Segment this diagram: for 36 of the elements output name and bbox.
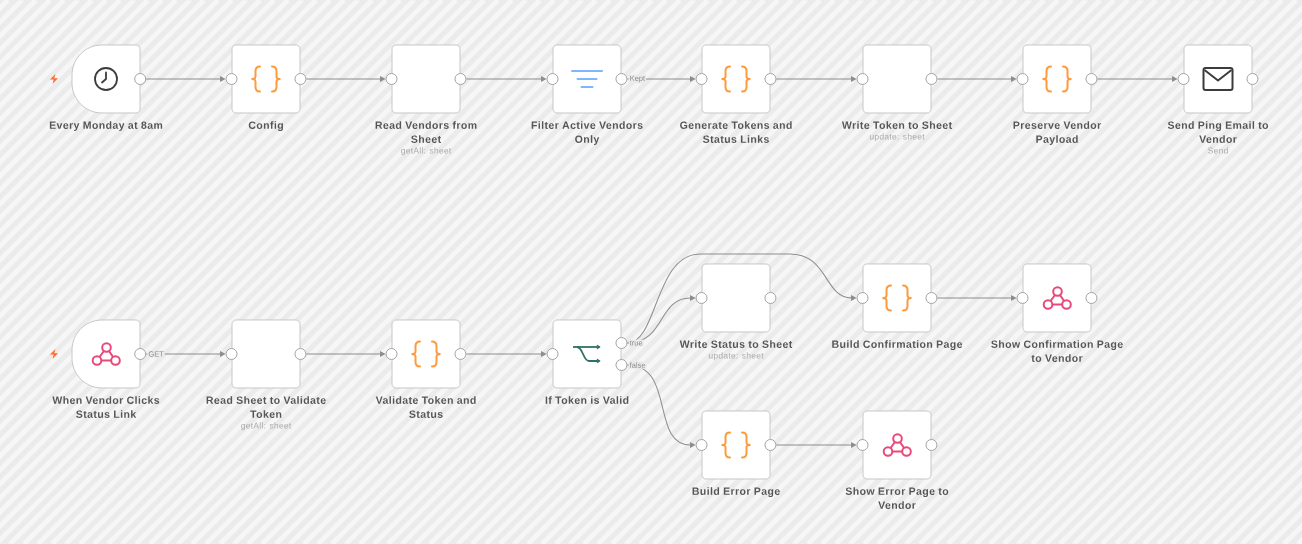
arrow — [626, 295, 695, 344]
arrow — [465, 351, 546, 357]
node-title: Filter Active Vendors Only — [531, 121, 643, 145]
arrow — [626, 76, 695, 82]
arrow — [626, 253, 856, 344]
node-title: Write Status to Sheet — [679, 340, 793, 348]
arrow — [305, 76, 385, 82]
node-subtitle: Send — [1208, 147, 1228, 154]
node-title: Show Error Page to Vendor — [845, 487, 949, 509]
arrow — [936, 76, 1016, 82]
node-title: Build Confirmation Page — [832, 340, 963, 351]
node-title: Every Monday at 8am — [49, 121, 163, 131]
node-title: Preserve Vendor Payload — [1013, 121, 1101, 145]
node-title: Write Token to Sheet — [841, 121, 952, 129]
node-title: Read Sheet to Validate Token — [206, 396, 326, 418]
node-subtitle: update: sheet — [869, 133, 925, 142]
node-subtitle: getAll: sheet — [401, 147, 452, 156]
node-title: When Vendor Clicks Status Link — [52, 396, 160, 418]
arrow — [626, 364, 695, 448]
node-subtitle: getAll: sheet — [241, 422, 292, 431]
node-title: Validate Token and Status — [375, 396, 476, 418]
arrow — [936, 295, 1016, 301]
node-title: Show Confirmation Page to Vendor — [991, 340, 1123, 362]
node-subtitle: update: sheet — [708, 352, 764, 361]
node-title: Read Vendors from Sheet — [375, 121, 477, 143]
arrow — [1096, 76, 1177, 82]
arrow — [465, 76, 546, 82]
node-title: If Token is Valid — [545, 396, 629, 404]
node-title: Build Error Page — [692, 487, 780, 498]
node-title: Send Ping Email to Vendor — [1167, 121, 1269, 143]
arrow — [775, 442, 856, 448]
node-title: Generate Tokens and Status Links — [680, 121, 792, 143]
arrow — [775, 76, 856, 82]
node-title: Config — [248, 121, 283, 132]
arrow — [305, 351, 385, 357]
arrow — [145, 76, 225, 82]
